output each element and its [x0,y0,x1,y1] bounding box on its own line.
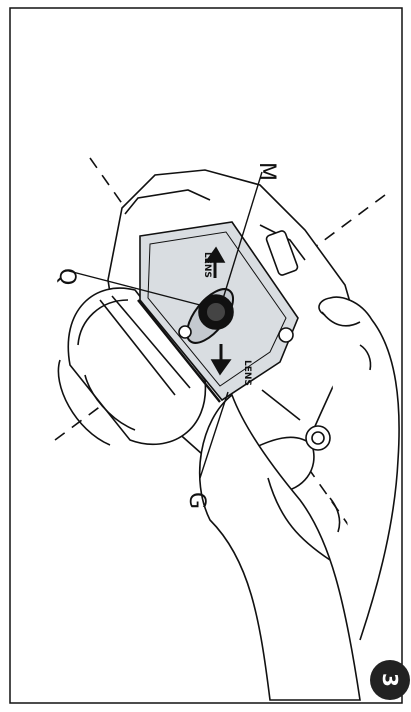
leader-line-g [199,391,229,479]
hand [198,296,400,701]
page-frame [9,7,403,704]
callout-q: Q [54,268,79,285]
callout-m: M [254,162,279,181]
lens-label-bottom: LENS [242,360,252,386]
tripod-plate [137,221,299,403]
leader-line-m [221,171,263,303]
lens-label-top: LENS [202,252,212,278]
leader-line-q [64,269,201,306]
step-badge: 3 [370,660,410,700]
callout-g: G [184,492,209,509]
step-badge-circle [370,660,410,700]
step-number: 3 [378,673,402,687]
